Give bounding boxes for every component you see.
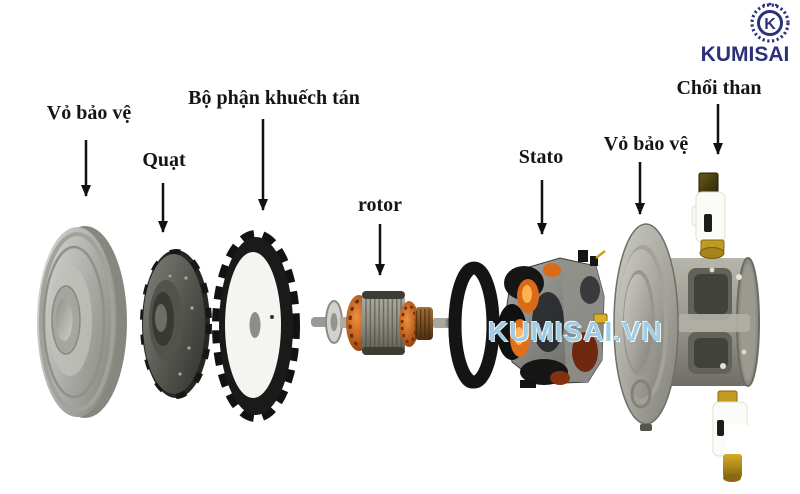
label-fan: Quạt	[142, 149, 186, 171]
label-stator: Stato	[518, 146, 564, 168]
kumisai-logo: K KUMISAI	[690, 0, 800, 70]
label-cover-left: Vỏ bảo vệ	[46, 102, 132, 124]
part-stator	[497, 250, 608, 388]
kumisai-watermark: KUMISAI.VN	[488, 316, 663, 347]
part-carbon-brush-top	[691, 172, 726, 259]
brand-name: KUMISAI	[700, 43, 790, 66]
label-cover-right: Vỏ bảo vệ	[603, 133, 689, 155]
part-fan	[140, 249, 212, 399]
part-housing-flange	[613, 223, 679, 431]
part-rotor	[311, 291, 451, 355]
part-gasket-ring	[448, 261, 500, 389]
label-diffuser: Bộ phận khuếch tán	[188, 87, 360, 109]
part-carbon-brush-bottom	[712, 390, 748, 482]
label-brush: Chổi than	[676, 77, 762, 99]
part-protective-cover-left	[37, 226, 127, 418]
kumisai-emblem-icon: K	[750, 2, 790, 43]
part-diffuser	[212, 230, 300, 422]
label-rotor: rotor	[357, 194, 403, 216]
pointer-arrows	[81, 104, 723, 276]
emblem-letter: K	[764, 16, 776, 33]
